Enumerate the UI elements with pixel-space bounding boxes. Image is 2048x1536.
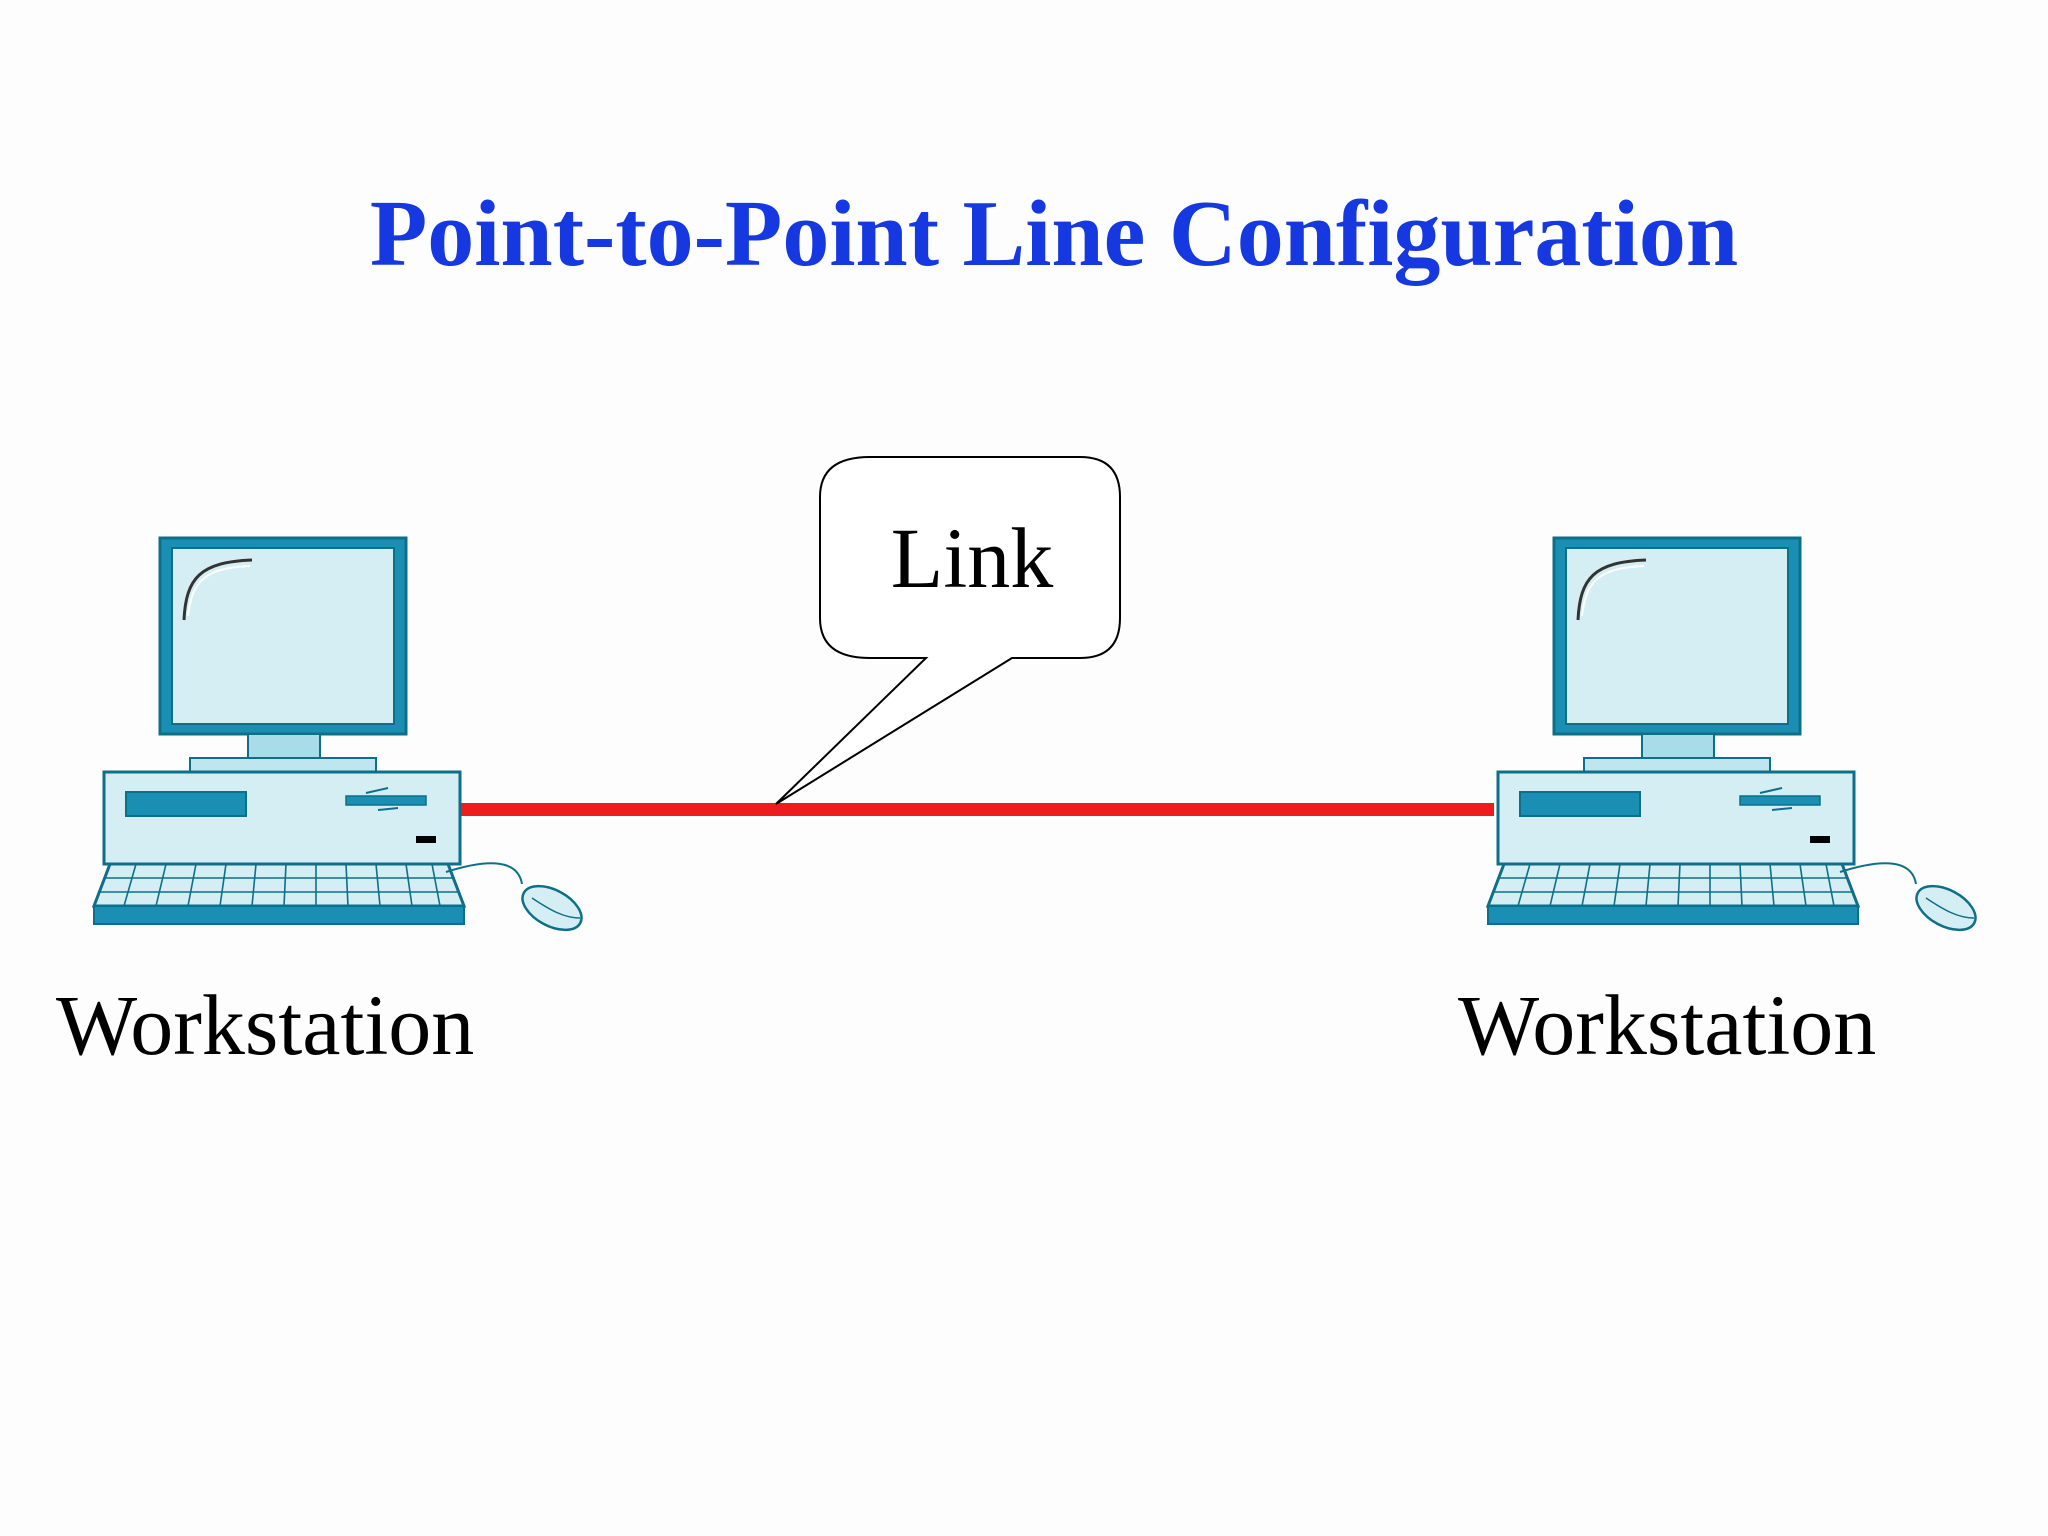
link-line (460, 803, 1494, 816)
link-label: Link (890, 510, 1054, 606)
workstation-left-label: Workstation (56, 977, 475, 1073)
workstation-right-computer-icon (1486, 536, 1985, 941)
workstation-left-computer-icon (92, 536, 591, 941)
workstation-right-label: Workstation (1458, 977, 1877, 1073)
link-callout (775, 456, 1121, 805)
page-title: Point-to-Point Line Configuration (369, 182, 1739, 286)
